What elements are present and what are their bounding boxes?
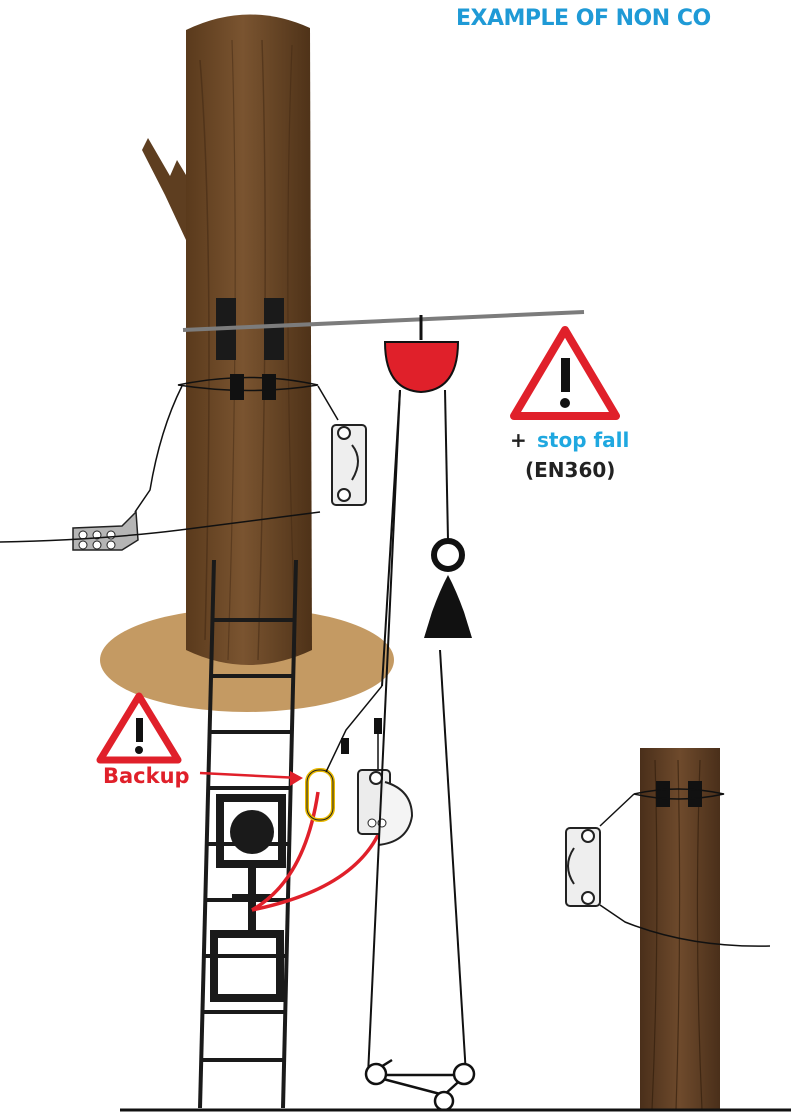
wooden-post — [640, 748, 720, 1111]
lanyard-line-left — [134, 385, 183, 513]
plus-label: + — [510, 428, 527, 452]
warning-triangle-icon — [510, 326, 620, 420]
pulley-ropes — [367, 389, 467, 1076]
backup-lanyard-red-2 — [251, 834, 380, 912]
backup-lanyard-red-1 — [251, 791, 320, 912]
backup-label: Backup — [103, 764, 190, 788]
climber-silhouette — [210, 794, 286, 1002]
backup-arrow — [199, 771, 303, 786]
mount-bracket-right — [264, 298, 284, 360]
post-clamp-left — [656, 781, 670, 807]
diagram-title: EXAMPLE OF NON CO — [456, 6, 711, 31]
trunk-sling — [177, 376, 319, 392]
counterweight-icon — [424, 538, 472, 638]
rope-clamp-icon — [331, 424, 367, 506]
post-clamp-right — [688, 781, 702, 807]
stop-fall-label: stop fall — [537, 428, 630, 452]
standard-label: (EN360) — [525, 458, 616, 482]
sling-clamp-left — [230, 374, 244, 400]
carabiner-icon — [305, 768, 335, 822]
warning-triangle-icon — [96, 692, 182, 764]
bottom-pulley-frame — [364, 1058, 476, 1112]
pulley-icon — [383, 315, 460, 394]
lanyard-line-right — [317, 385, 339, 421]
ladder — [198, 559, 298, 1109]
post-lifeline — [599, 904, 771, 947]
horizontal-lifeline — [0, 511, 321, 543]
sling-clamp-right — [262, 374, 276, 400]
carabiner-cord — [325, 685, 383, 773]
grey-zipline-cable — [182, 310, 585, 332]
post-lanyard — [599, 793, 635, 827]
rope-grab-device-icon — [357, 769, 414, 846]
anchor-plate-icon — [72, 510, 139, 551]
rope-clamp-icon — [565, 827, 601, 907]
post-sling — [633, 788, 725, 800]
